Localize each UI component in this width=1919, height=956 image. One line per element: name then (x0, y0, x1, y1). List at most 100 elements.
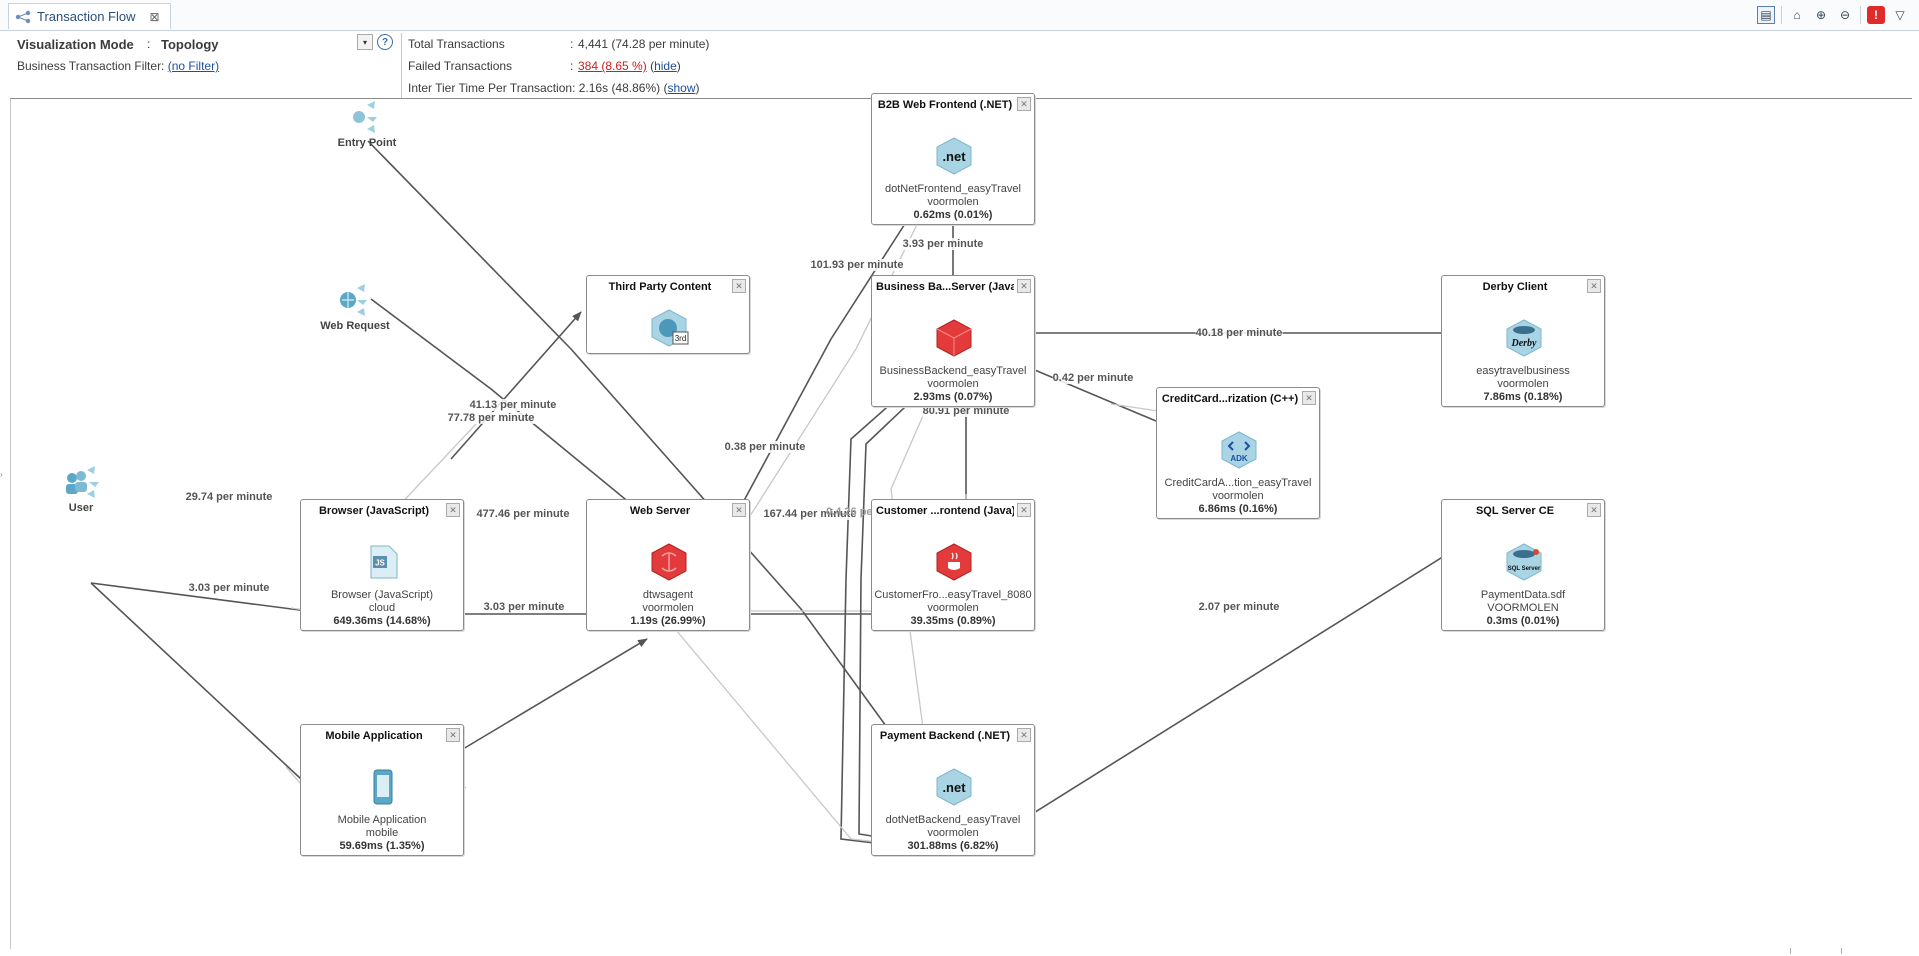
edge-label-browser-webserver: 477.46 per minute (476, 508, 570, 520)
tab-bar: Transaction Flow ⊠ ▤ ⌂ ⊕ ⊖ ! ▽ (0, 0, 1919, 31)
edge-payment-sql (972, 510, 1517, 852)
node-expand-icon[interactable]: ✕ (732, 503, 746, 517)
node-web-server[interactable]: Web Server ✕ dtwsagent voormolen 1.19s (… (586, 499, 750, 631)
dotnet-icon: .net (936, 768, 972, 806)
entry-point[interactable]: Entry Point (322, 99, 412, 149)
derby-database-icon: Derby (1506, 319, 1542, 357)
node-expand-icon[interactable]: ✕ (1587, 503, 1601, 517)
node-time: 2.93ms (0.07%) (913, 391, 993, 403)
node-business-backend[interactable]: Business Ba...Server (Java) ✕ BusinessBa… (871, 275, 1035, 407)
node-expand-icon[interactable]: ✕ (1302, 391, 1316, 405)
user-entry[interactable]: User (36, 464, 126, 514)
toolbar-separator (1860, 6, 1861, 24)
edge-label-mobile-webserver: 3.03 per minute (483, 601, 565, 613)
edge-label-payment-sql: 2.07 per minute (1198, 601, 1280, 613)
transaction-stats: Total Transactions : 4,441 (74.28 per mi… (408, 33, 709, 99)
web-request-label: Web Request (320, 320, 390, 332)
node-b2b-web-frontend[interactable]: B2B Web Frontend (.NET) ✕ .net dotNetFro… (871, 93, 1035, 225)
node-time: 6.86ms (0.16%) (1198, 503, 1278, 515)
visualization-mode-value[interactable]: Topology (161, 36, 219, 52)
node-expand-icon[interactable]: ✕ (1017, 279, 1031, 293)
node-title: B2B Web Frontend (.NET) (877, 99, 1013, 111)
javascript-file-icon: JS (370, 545, 398, 579)
topology-canvas[interactable]: 3.93 per minute 101.93 per minute 40.18 … (10, 93, 1913, 949)
node-time: 0.62ms (0.01%) (913, 209, 993, 221)
web-request-entry[interactable]: Web Request (310, 282, 400, 332)
node-agent-name: dtwsagent (642, 589, 694, 601)
users-icon (66, 466, 99, 498)
close-icon[interactable]: ⊠ (149, 9, 160, 24)
node-agent-name: CustomerFro...easyTravel_8080 (874, 589, 1032, 601)
node-expand-icon[interactable]: ✕ (1017, 97, 1031, 111)
stat-colon: : (570, 37, 574, 51)
node-creditcard-authorization[interactable]: CreditCard...rization (C++) ✕ ADK Credit… (1156, 387, 1320, 519)
node-mobile-application[interactable]: Mobile Application ✕ Mobile Application … (300, 724, 464, 856)
node-title: Derby Client (1482, 281, 1548, 293)
mobile-phone-icon (373, 769, 393, 805)
node-expand-icon[interactable]: ✕ (1017, 503, 1031, 517)
edge-user-mobile (90, 582, 302, 780)
show-inter-tier-link[interactable]: show (667, 81, 696, 95)
third-party-globe-icon: 3rd (651, 309, 689, 347)
inter-tier-value: 2.16s (48.86%) (578, 81, 661, 95)
node-expand-icon[interactable]: ✕ (446, 503, 460, 517)
node-time: 39.35ms (0.89%) (910, 615, 996, 627)
node-agent-name: Mobile Application (337, 814, 427, 826)
chevron-down-icon[interactable]: ▾ (357, 34, 373, 50)
edge-label-user-browser: 29.74 per minute (185, 491, 273, 503)
node-browser-javascript[interactable]: Browser (JavaScript) ✕ JS Browser (JavaS… (300, 499, 464, 631)
visualization-mode-label: Visualization Mode (17, 36, 134, 52)
node-host: voormolen (927, 602, 979, 614)
node-agent-name: CreditCardA...tion_easyTravel (1164, 477, 1312, 489)
node-time: 0.3ms (0.01%) (1486, 615, 1560, 627)
node-time: 7.86ms (0.18%) (1483, 391, 1563, 403)
paren-open: ( (663, 81, 668, 95)
visualization-mode-colon: : (147, 37, 151, 51)
node-customer-frontend[interactable]: Customer ...rontend (Java) ✕ CustomerFro… (871, 499, 1035, 631)
edge-entry-payment (367, 140, 940, 800)
view-menu-icon[interactable]: ▽ (1895, 8, 1905, 22)
edge-label-webserver-b2b: 101.93 per minute (810, 259, 904, 271)
js-icon-text: JS (375, 559, 385, 568)
visualization-mode-row: Visualization Mode : Topology (17, 33, 377, 55)
zoom-out-icon[interactable]: ⊖ (1839, 8, 1851, 22)
derby-icon-text: Derby (1511, 338, 1538, 349)
edge-label-business-derby: 40.18 per minute (1195, 327, 1283, 339)
node-payment-backend[interactable]: Payment Backend (.NET) ✕ .net dotNetBack… (871, 724, 1035, 856)
node-host: voormolen (927, 196, 979, 208)
node-third-party-content[interactable]: Third Party Content ✕ 3rd (586, 275, 750, 354)
node-expand-icon[interactable]: ✕ (1017, 728, 1031, 742)
node-derby-client[interactable]: Derby Client ✕ Derby easytravelbusiness … (1441, 275, 1605, 407)
adk-icon-text: ADK (1230, 454, 1248, 463)
node-expand-icon[interactable]: ✕ (446, 728, 460, 742)
failed-transactions-label: Failed Transactions (408, 59, 513, 73)
zoom-in-icon[interactable]: ⊕ (1815, 8, 1827, 22)
home-icon[interactable]: ⌂ (1793, 8, 1801, 22)
side-panel-grip[interactable]: › (0, 470, 3, 479)
node-agent-name: Browser (JavaScript) (330, 589, 434, 601)
node-host: voormolen (642, 602, 694, 614)
node-expand-icon[interactable]: ✕ (1587, 279, 1601, 293)
tab-transaction-flow[interactable]: Transaction Flow ⊠ (8, 3, 171, 29)
alert-icon[interactable]: ! (1867, 6, 1885, 24)
total-transactions-row: Total Transactions : 4,441 (74.28 per mi… (408, 33, 709, 55)
java-cup-icon (936, 543, 972, 581)
node-title: SQL Server CE (1475, 505, 1555, 517)
help-icon[interactable]: ? (377, 34, 393, 50)
node-host: voormolen (1212, 490, 1264, 502)
node-agent-name: BusinessBackend_easyTravel (879, 365, 1027, 377)
filter-link[interactable]: (no Filter) (167, 59, 220, 73)
view-settings: Visualization Mode : Topology Business T… (17, 33, 377, 77)
edge-label-user-mobile: 3.03 per minute (188, 582, 270, 594)
entry-point-label: Entry Point (337, 137, 397, 149)
node-title: Third Party Content (608, 281, 712, 293)
edge-label-webrequest-webserver: 77.78 per minute (447, 412, 535, 424)
total-transactions-value: 4,441 (74.28 per minute) (578, 37, 710, 51)
node-host: voormolen (1497, 378, 1549, 390)
hide-failed-link[interactable]: hide (654, 59, 677, 73)
node-sql-server-ce[interactable]: SQL Server CE ✕ SQL Server PaymentData.s… (1441, 499, 1605, 631)
layout-icon[interactable]: ▤ (1757, 6, 1775, 24)
node-expand-icon[interactable]: ✕ (732, 279, 746, 293)
node-time: 301.88ms (6.82%) (907, 840, 999, 852)
failed-transactions-link[interactable]: 384 (8.65 %) (578, 59, 647, 73)
